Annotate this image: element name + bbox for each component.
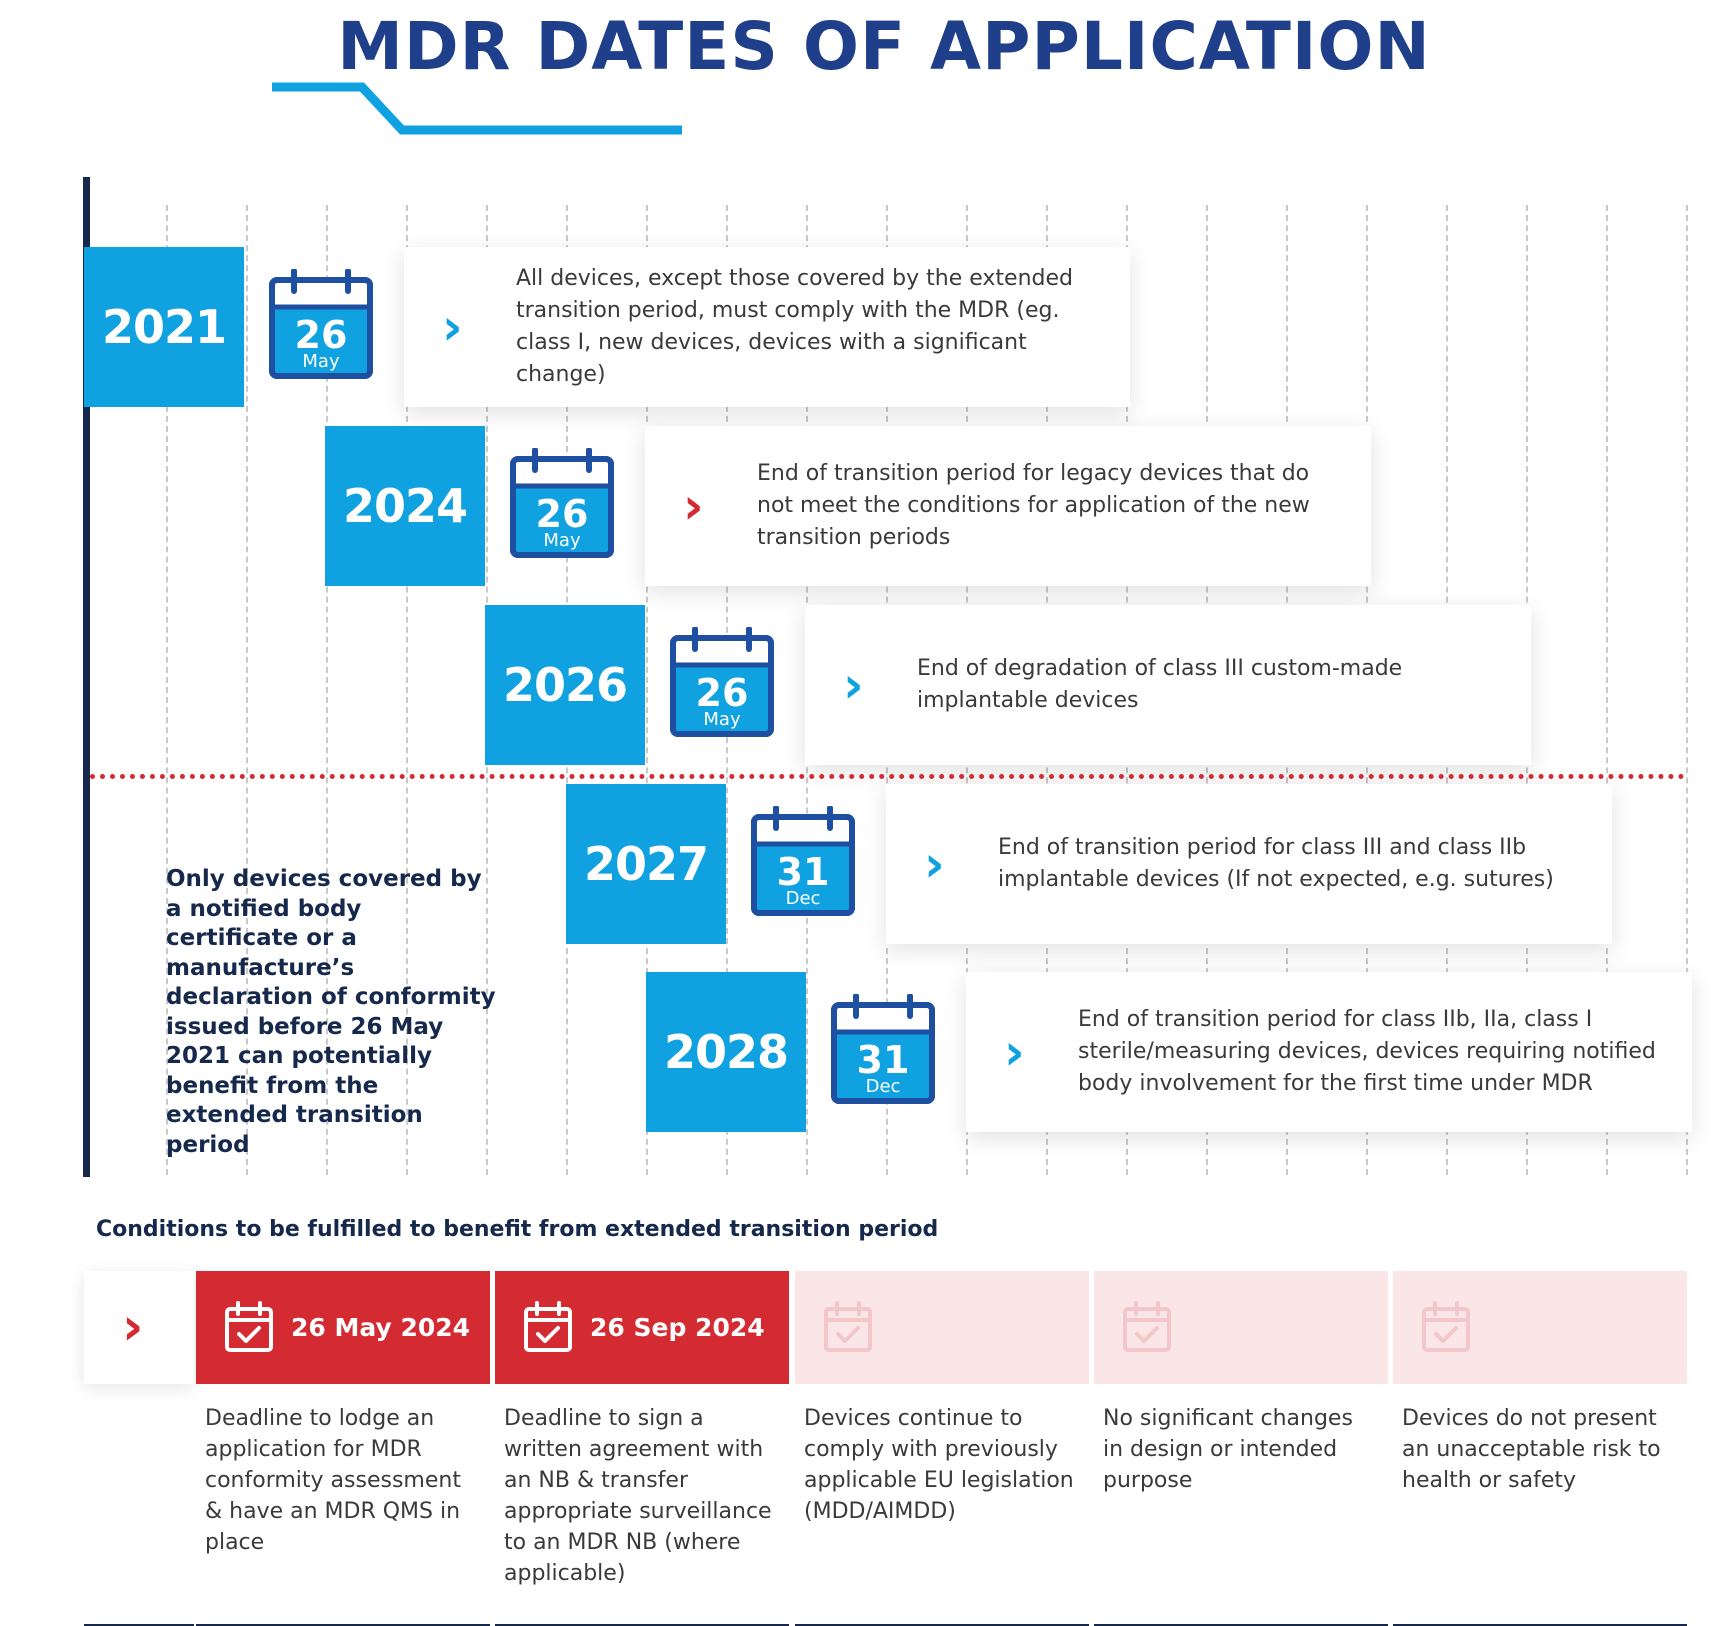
- event-card: › All devices, except those covered by th…: [404, 247, 1130, 407]
- calendar-month: Dec: [865, 1076, 901, 1097]
- calendar-month: Dec: [785, 888, 821, 909]
- conditions-arrow-cell: [84, 1271, 194, 1384]
- event-description: End of transition period for legacy devi…: [757, 461, 1310, 550]
- year-box: 2028: [646, 972, 806, 1132]
- grid-line: [646, 205, 648, 1175]
- event-description: End of transition period for class IIb, …: [1078, 1007, 1656, 1096]
- chevron-right-icon: ›: [924, 835, 945, 893]
- event-description: All devices, except those covered by the…: [516, 266, 1073, 387]
- divider: [795, 1624, 1089, 1626]
- event-description: End of transition period for class III a…: [998, 835, 1554, 892]
- calendar-check-icon: [225, 1301, 273, 1352]
- event-card: › End of degradation of class III custom-…: [805, 605, 1531, 765]
- condition-cell: [1094, 1271, 1388, 1384]
- page-title: MDR DATES OF APPLICATION: [337, 8, 1431, 85]
- calendar-check-icon: [1422, 1301, 1470, 1352]
- extended-transition-note: Only devices covered by a notified body …: [166, 866, 496, 1158]
- condition-description: Deadline to lodge an application for MDR…: [205, 1406, 461, 1555]
- grid-line: [406, 205, 408, 1175]
- condition-description: Devices continue to comply with previous…: [804, 1406, 1074, 1524]
- divider: [196, 1624, 490, 1626]
- grid-line: [246, 205, 248, 1175]
- calendar-month: May: [302, 351, 340, 372]
- condition-date: 26 May 2024: [291, 1313, 471, 1342]
- chevron-right-icon: ›: [843, 656, 864, 714]
- chevron-right-icon: ›: [442, 298, 463, 356]
- chevron-right-icon: ›: [122, 1297, 144, 1357]
- chevron-right-icon: ›: [1004, 1023, 1025, 1081]
- condition-deadline-cell: 26 May 2024: [196, 1271, 490, 1384]
- year-box: 2027: [566, 784, 726, 944]
- divider: [84, 1624, 194, 1626]
- condition-description: No significant changes in design or inte…: [1103, 1406, 1353, 1493]
- calendar-check-icon: [824, 1301, 872, 1352]
- calendar-check-icon: [524, 1301, 572, 1352]
- year-box: 2024: [325, 426, 485, 586]
- year-box: 2026: [485, 605, 645, 765]
- grid-line: [1686, 205, 1688, 1175]
- condition-deadline-cell: 26 Sep 2024: [495, 1271, 789, 1384]
- grid-line: [326, 205, 328, 1175]
- condition-date: 26 Sep 2024: [590, 1313, 765, 1342]
- event-description: End of degradation of class III custom-m…: [917, 656, 1403, 713]
- condition-description: Deadline to sign a written agreement wit…: [504, 1406, 772, 1586]
- divider: [1094, 1624, 1388, 1626]
- grid-line: [1606, 205, 1608, 1175]
- conditions-heading: Conditions to be fulfilled to benefit fr…: [96, 1217, 939, 1242]
- condition-cell: [795, 1271, 1089, 1384]
- calendar-day: 26: [695, 671, 749, 715]
- condition-cell: [1393, 1271, 1687, 1384]
- calendar-day: 31: [856, 1038, 910, 1082]
- event-card: › End of transition period for class IIb,…: [966, 972, 1692, 1132]
- divider: [1393, 1624, 1687, 1626]
- title-underline-decoration: [272, 82, 682, 135]
- calendar-day: 26: [535, 492, 589, 536]
- calendar-month: May: [703, 709, 741, 730]
- event-card: › End of transition period for class III …: [886, 784, 1612, 944]
- calendar-month: May: [543, 530, 581, 551]
- grid-line: [166, 205, 168, 1175]
- year-box: 2021: [84, 247, 244, 407]
- cutoff-dotted-line: [90, 774, 1685, 779]
- calendar-day: 26: [294, 313, 348, 357]
- calendar-day: 31: [776, 850, 830, 894]
- event-card: › End of transition period for legacy dev…: [645, 426, 1371, 586]
- chevron-right-icon: ›: [683, 477, 704, 535]
- timeline-axis: [83, 177, 90, 1177]
- divider: [495, 1624, 789, 1626]
- condition-description: Devices do not present an unacceptable r…: [1402, 1406, 1661, 1493]
- calendar-check-icon: [1123, 1301, 1171, 1352]
